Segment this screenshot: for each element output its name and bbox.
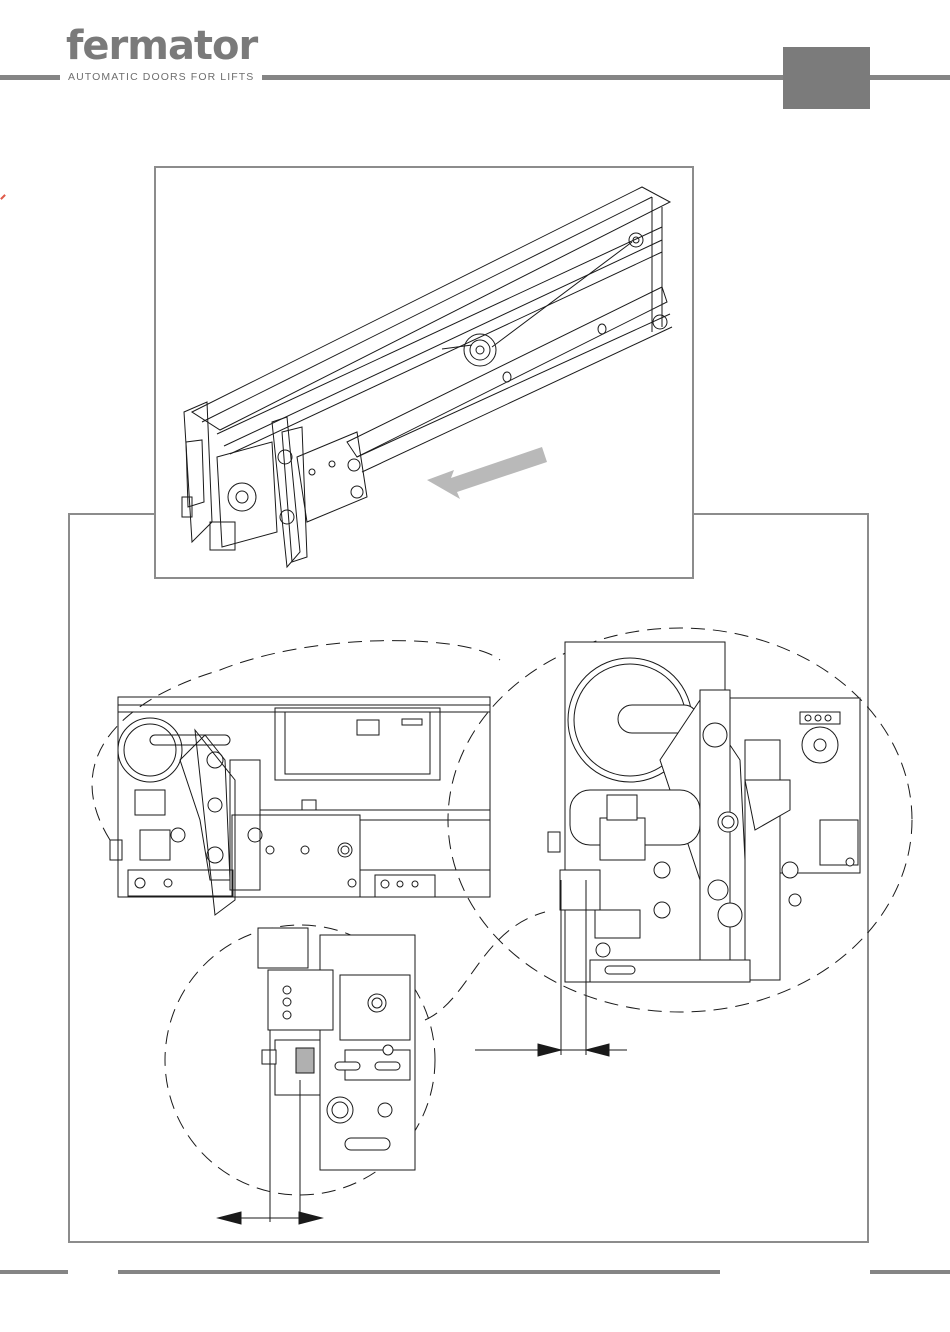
door-operator-isometric-drawing <box>156 168 696 581</box>
footer-rule-right <box>870 1270 950 1274</box>
footer-rule-left <box>0 1270 68 1274</box>
isometric-figure-frame <box>154 166 694 579</box>
footer-rule-middle <box>118 1270 720 1274</box>
